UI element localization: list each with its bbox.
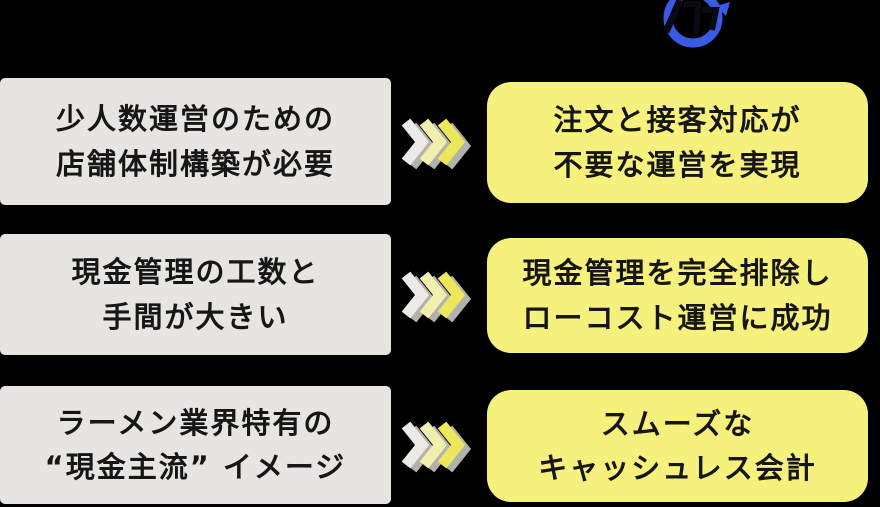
solution-2-line-2: ローコスト運営に成功: [522, 300, 833, 335]
cycle-refresh-icon: [662, 0, 730, 48]
comparison-row-2: 現金管理の工数と 手間が大きい 現金管理を完全排除し ローコスト運営に成功: [0, 234, 880, 355]
problem-1-line-2: 店舗体制構築が必要: [55, 146, 335, 181]
triple-chevron-arrow-icon: [401, 421, 472, 473]
problem-1-line-1: 少人数運営のための: [55, 102, 335, 137]
solution-box-2: 現金管理を完全排除し ローコスト運営に成功: [487, 238, 868, 353]
problem-box-1: 少人数運営のための 店舗体制構築が必要: [0, 78, 391, 205]
solution-box-3: スムーズな キャッシュレス会計: [487, 390, 868, 502]
problem-3-line-2: “現金主流” イメージ: [44, 450, 347, 484]
problem-box-3: ラーメン業界特有の “現金主流” イメージ: [0, 386, 391, 504]
problem-box-2: 現金管理の工数と 手間が大きい: [0, 234, 391, 355]
arrow-3-wrap: [391, 386, 487, 504]
solution-3-line-2: キャッシュレス会計: [538, 451, 817, 485]
arrow-2-wrap: [391, 234, 487, 355]
problem-2-line-1: 現金管理の工数と: [71, 255, 320, 290]
solution-3-line-1: スムーズな: [600, 406, 755, 441]
problem-2-line-2: 手間が大きい: [102, 299, 289, 334]
triple-chevron-arrow-icon: [401, 118, 472, 169]
comparison-row-1: 少人数運営のための 店舗体制構築が必要 注文と接客対応が 不要な運営を実現: [0, 78, 880, 205]
solution-1-line-1: 注文と接客対応が: [553, 103, 802, 138]
triple-chevron-arrow-icon: [401, 271, 472, 322]
problem-3-line-1: ラーメン業界特有の: [56, 405, 335, 440]
solution-box-1: 注文と接客対応が 不要な運営を実現: [487, 82, 868, 203]
comparison-row-3: ラーメン業界特有の “現金主流” イメージ スムーズな キャッシュレス会計: [0, 386, 880, 504]
solution-2-line-1: 現金管理を完全排除し: [522, 256, 833, 291]
arrow-1-wrap: [391, 78, 487, 205]
solution-1-line-2: 不要な運営を実現: [553, 147, 802, 182]
